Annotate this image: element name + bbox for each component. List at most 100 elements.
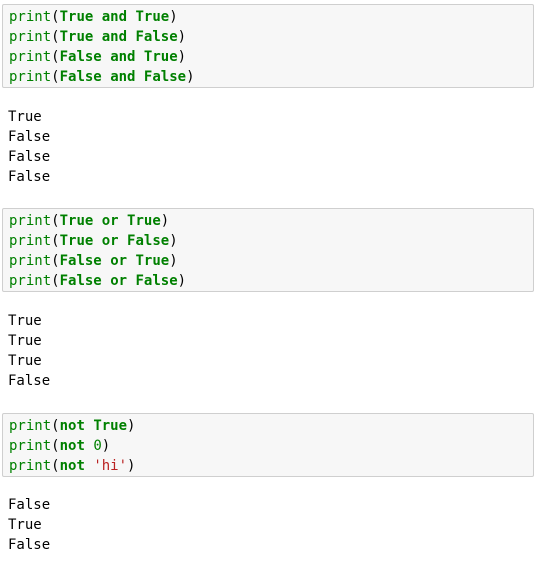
code-token-kw: and <box>110 49 136 65</box>
code-token-kw: False <box>59 49 102 65</box>
code-token-fn: print <box>9 458 52 474</box>
code-token-kw: or <box>101 213 119 229</box>
code-token-fn: print <box>9 418 52 434</box>
code-token-punc: ) <box>177 273 187 289</box>
code-token-punc: ) <box>169 233 178 249</box>
code-cell-2-input[interactable]: print(True or True)print(True or False)p… <box>2 208 534 292</box>
code-token-kw: False <box>127 233 170 249</box>
code-token-punc: ) <box>101 438 111 454</box>
code-line: print(False or True) <box>9 251 527 271</box>
output-line: True <box>8 353 42 369</box>
code-token-punc: ( <box>51 69 60 85</box>
code-token-kw: or <box>101 233 119 249</box>
code-token-punc <box>135 49 143 65</box>
code-token-punc <box>93 213 101 229</box>
code-line: print(True and False) <box>9 27 527 47</box>
code-token-punc <box>119 233 127 249</box>
output-line: True <box>8 109 42 125</box>
code-token-punc <box>93 9 101 25</box>
code-token-punc <box>102 49 110 65</box>
code-token-kw: or <box>110 253 128 269</box>
code-line: print(True or True) <box>9 211 527 231</box>
code-token-punc: ) <box>127 418 136 434</box>
code-token-punc: ( <box>51 233 60 249</box>
code-line: print(not True) <box>9 416 527 436</box>
code-token-kw: or <box>110 273 128 289</box>
code-token-str: 'hi' <box>93 458 128 474</box>
code-token-punc <box>102 69 110 85</box>
code-cell-3-input[interactable]: print(not True)print(not 0)print(not 'hi… <box>2 413 534 477</box>
output-line: True <box>8 517 42 533</box>
code-line: print(False or False) <box>9 271 527 291</box>
code-token-punc: ) <box>177 49 187 65</box>
code-token-punc: ( <box>51 9 60 25</box>
code-token-punc: ( <box>51 438 60 454</box>
code-token-kw: True <box>59 29 94 45</box>
code-token-kw: and <box>101 9 128 25</box>
code-token-kw: False <box>59 69 102 85</box>
code-token-punc: ( <box>51 213 60 229</box>
code-token-fn: print <box>9 233 52 249</box>
output-line: True <box>8 333 42 349</box>
code-token-kw: and <box>110 69 136 85</box>
code-token-kw: True <box>135 9 170 25</box>
code-token-punc: ( <box>51 458 60 474</box>
code-token-punc: ) <box>127 458 136 474</box>
code-line: print(True and True) <box>9 7 527 27</box>
code-token-punc <box>102 253 110 269</box>
code-token-kw: True <box>143 49 178 65</box>
code-token-fn: print <box>9 29 52 45</box>
output-line: False <box>8 129 51 145</box>
code-token-fn: print <box>9 213 52 229</box>
code-token-fn: print <box>9 273 52 289</box>
code-token-kw: True <box>135 253 170 269</box>
code-token-kw: not <box>59 458 85 474</box>
code-token-fn: print <box>9 69 52 85</box>
code-token-kw: True <box>59 233 94 249</box>
code-token-punc: ) <box>160 213 170 229</box>
code-token-punc: ( <box>51 29 60 45</box>
code-token-punc <box>135 69 143 85</box>
code-token-kw: not <box>59 418 85 434</box>
code-token-kw: and <box>101 29 128 45</box>
code-token-kw: False <box>59 273 102 289</box>
code-line: print(True or False) <box>9 231 527 251</box>
code-token-kw: True <box>59 213 94 229</box>
code-token-kw: False <box>135 29 178 45</box>
code-line: print(not 0) <box>9 436 527 456</box>
code-token-kw: True <box>59 9 94 25</box>
code-token-kw: False <box>135 273 178 289</box>
code-cell-1-input[interactable]: print(True and True)print(True and False… <box>2 4 534 88</box>
output-line: False <box>8 373 51 389</box>
code-line: print(False and True) <box>9 47 527 67</box>
code-token-num: 0 <box>93 438 102 454</box>
output-line: False <box>8 497 51 513</box>
output-line: False <box>8 169 51 185</box>
code-line: print(False and False) <box>9 67 527 87</box>
code-token-kw: True <box>93 418 128 434</box>
code-line: print(not 'hi') <box>9 456 527 476</box>
output-line: False <box>8 149 51 165</box>
code-token-fn: print <box>9 253 52 269</box>
code-token-punc <box>93 233 101 249</box>
code-token-fn: print <box>9 9 52 25</box>
code-token-punc: ) <box>186 69 195 85</box>
code-token-kw: False <box>143 69 187 85</box>
code-token-punc: ( <box>51 418 60 434</box>
code-token-punc <box>119 213 127 229</box>
code-token-punc <box>93 29 101 45</box>
code-token-kw: True <box>127 213 161 229</box>
code-token-punc <box>102 273 110 289</box>
code-token-fn: print <box>9 49 52 65</box>
output-line: False <box>8 537 51 553</box>
code-token-punc: ) <box>177 29 187 45</box>
code-token-punc: ( <box>51 253 60 269</box>
code-token-punc: ) <box>169 9 178 25</box>
code-token-punc: ( <box>51 49 60 65</box>
output-line: True <box>8 313 42 329</box>
code-token-punc: ) <box>169 253 178 269</box>
code-token-kw: not <box>59 438 85 454</box>
